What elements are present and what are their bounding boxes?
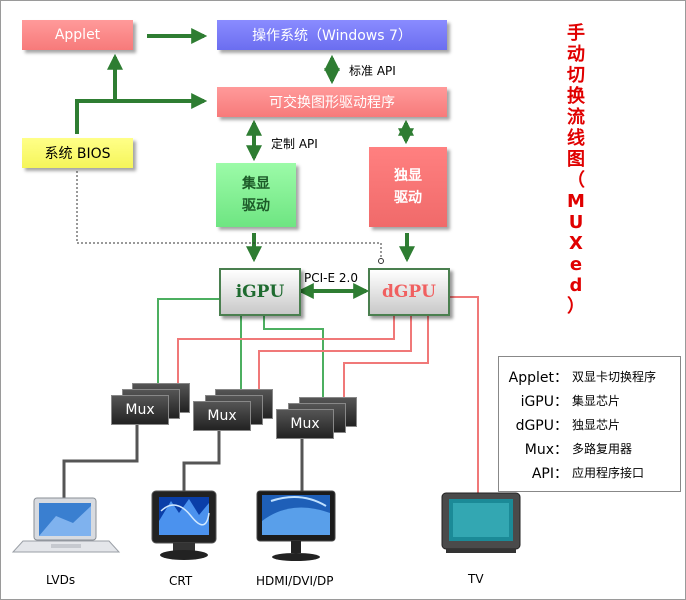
dgpu-chip: dGPU <box>368 268 450 316</box>
legend-value: 集显芯片 <box>572 394 621 408</box>
title-char: 动 <box>567 44 585 65</box>
custom-api-label: 定制 API <box>271 137 318 151</box>
legend-value: 独显芯片 <box>572 418 621 432</box>
legend-row: Applet： 双显卡切换程序 <box>499 367 680 389</box>
legend-key: Applet： <box>508 370 568 386</box>
legend-key: iGPU： <box>520 394 568 410</box>
switchable-driver-label: 可交换图形驱动程序 <box>269 95 395 111</box>
legend-box: Applet： 双显卡切换程序 iGPU： 集显芯片 dGPU： 独显芯片 Mu… <box>498 356 681 492</box>
crt-monitor-icon <box>151 490 217 560</box>
igpu-driver-line1: 集显 <box>242 176 270 192</box>
mux-1: Mux <box>111 395 169 425</box>
bios-link-dot <box>378 258 384 264</box>
laptop-icon <box>11 497 121 553</box>
mux-2: Mux <box>193 401 251 431</box>
igpu-chip-label: iGPU <box>235 282 285 302</box>
title-char: 图 <box>567 149 585 170</box>
diagram-title: 手 动 切 换 流 线 图 （ M U X e d ） <box>563 23 589 317</box>
legend-value: 应用程序接口 <box>572 466 645 480</box>
lcd-monitor-icon <box>256 490 336 561</box>
dgpu-driver-line1: 独显 <box>394 168 422 184</box>
os-box: 操作系统（Windows 7） <box>217 20 447 50</box>
legend-row: API： 应用程序接口 <box>499 463 680 485</box>
bios-box: 系统 BIOS <box>22 138 133 168</box>
legend-row: Mux： 多路复用器 <box>499 439 680 461</box>
dgpu-driver-box: 独显 驱动 <box>369 147 447 227</box>
title-char: ） <box>567 296 585 317</box>
applet-box: Applet <box>22 20 133 50</box>
pcie-label: PCI-E 2.0 <box>304 271 358 285</box>
title-char: （ <box>567 170 585 191</box>
crt-label: CRT <box>169 574 193 588</box>
legend-row: iGPU： 集显芯片 <box>499 391 680 413</box>
igpu-driver-line2: 驱动 <box>242 198 270 214</box>
hdmi-label: HDMI/DVI/DP <box>256 574 334 588</box>
title-char: U <box>568 212 584 233</box>
legend-row: dGPU： 独显芯片 <box>499 415 680 437</box>
title-char: 切 <box>567 65 585 86</box>
mux-3-label: Mux <box>290 416 320 432</box>
title-char: 手 <box>567 23 585 44</box>
title-char: X <box>569 233 583 254</box>
mux-1-label: Mux <box>125 402 155 418</box>
title-char: 流 <box>567 107 585 128</box>
title-char: M <box>567 191 585 212</box>
title-char: d <box>569 275 583 296</box>
bios-dashed-link <box>76 171 382 261</box>
title-char: e <box>569 254 583 275</box>
os-label: 操作系统（Windows 7） <box>252 28 412 44</box>
igpu-chip: iGPU <box>219 268 301 316</box>
arrow-bios-to-driver <box>75 93 208 134</box>
igpu-driver-box: 集显 驱动 <box>216 163 296 227</box>
legend-key: Mux： <box>524 442 568 458</box>
tv-icon <box>441 492 521 553</box>
bios-label: 系统 BIOS <box>44 146 111 162</box>
title-char: 线 <box>567 128 585 149</box>
mux-2-label: Mux <box>207 408 237 424</box>
legend-key: API： <box>531 466 568 482</box>
lvds-label: LVDs <box>46 573 76 587</box>
dgpu-chip-label: dGPU <box>381 282 436 302</box>
standard-api-label: 标准 API <box>349 64 396 78</box>
legend-value: 双显卡切换程序 <box>572 370 657 384</box>
dgpu-driver-line2: 驱动 <box>394 190 422 206</box>
tv-label: TV <box>468 572 484 586</box>
title-char: 换 <box>567 86 585 107</box>
legend-value: 多路复用器 <box>572 442 633 456</box>
switchable-driver-box: 可交换图形驱动程序 <box>217 87 447 117</box>
mux-3: Mux <box>276 409 334 439</box>
applet-label: Applet <box>54 27 101 43</box>
legend-key: dGPU： <box>515 418 568 434</box>
